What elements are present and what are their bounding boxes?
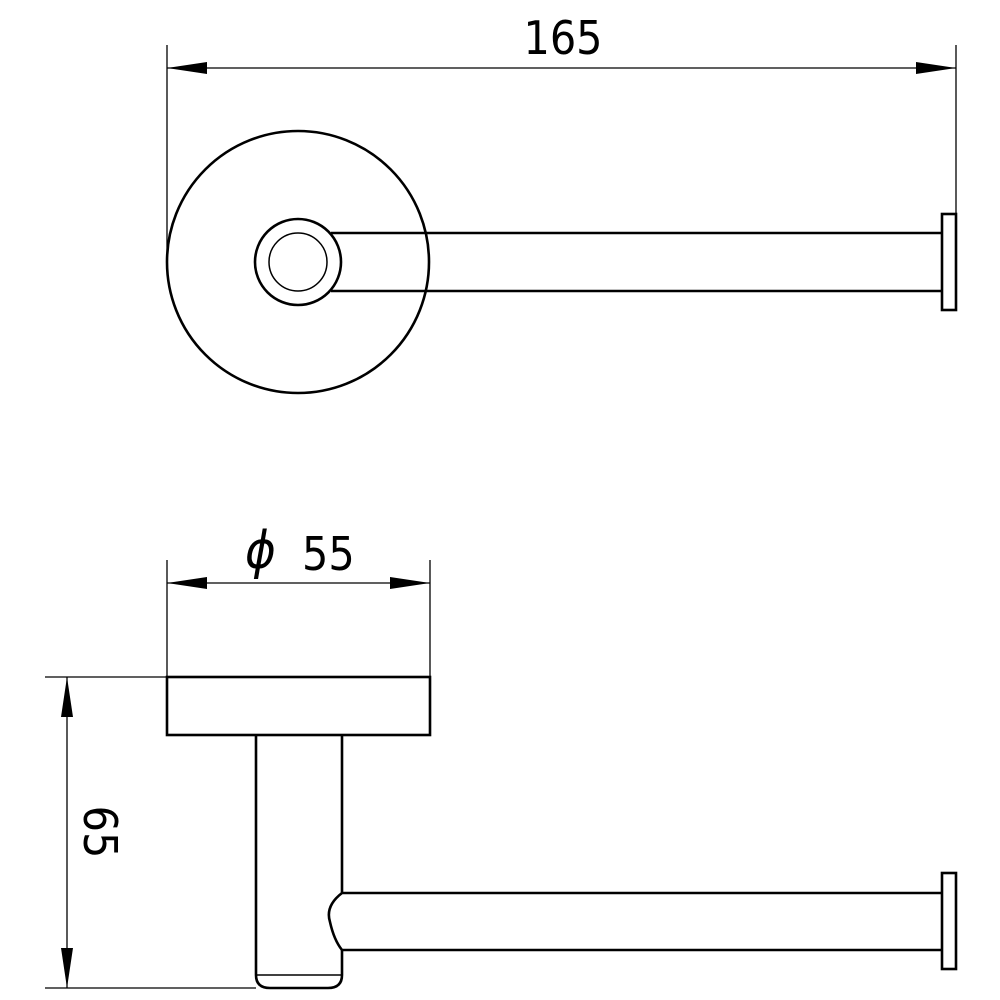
top-view	[165, 129, 958, 395]
dimension-label-55: 55	[302, 527, 355, 581]
end-cap	[940, 212, 958, 312]
dimension-label-65: 65	[73, 806, 127, 859]
dimension-projection: 65	[45, 676, 256, 989]
arm-bar	[331, 231, 943, 293]
dimension-base-diameter: ϕ 55	[166, 521, 431, 677]
post-outer-circle	[253, 217, 343, 307]
side-view	[165, 675, 958, 990]
post	[254, 735, 344, 990]
dimension-overall-length: 165	[166, 11, 957, 262]
base-plate	[165, 675, 432, 737]
end-cap	[940, 871, 958, 971]
dimension-label-165: 165	[524, 11, 603, 65]
diameter-symbol: ϕ	[245, 521, 276, 581]
arm-bar	[327, 891, 943, 952]
post-inner-circle	[268, 232, 328, 292]
